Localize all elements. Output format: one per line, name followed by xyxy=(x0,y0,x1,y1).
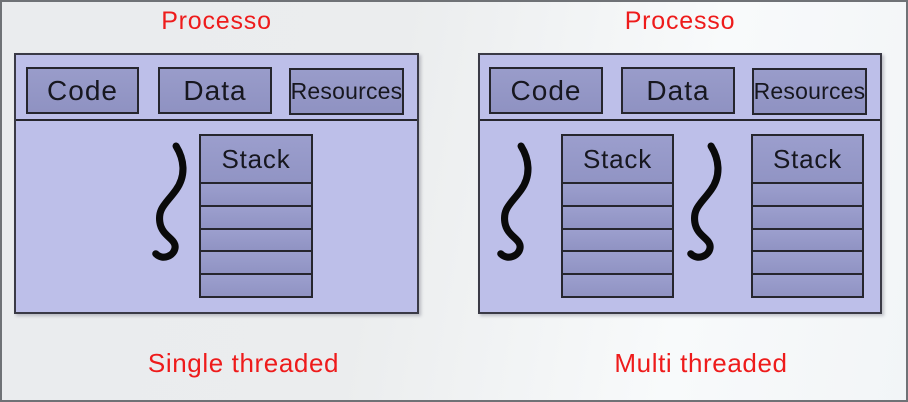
resources-box: Resources xyxy=(752,68,867,115)
stack-row xyxy=(201,182,311,205)
stack-box: Stack xyxy=(561,134,674,298)
thread-squiggle-icon xyxy=(494,141,536,267)
stack-row xyxy=(753,227,862,251)
stack-box: Stack xyxy=(751,134,864,298)
stack-rows xyxy=(753,182,862,296)
code-box: Code xyxy=(26,67,139,114)
code-box: Code xyxy=(489,67,603,114)
stack-title: Stack xyxy=(753,136,862,182)
process-header-row: Code Data Resources xyxy=(480,55,880,121)
stack-row xyxy=(563,273,672,296)
process-title-left: Processo xyxy=(161,7,272,35)
stack-row xyxy=(563,182,672,205)
thread-squiggle-icon xyxy=(149,141,191,267)
resources-box: Resources xyxy=(289,68,404,115)
thread-squiggle-icon xyxy=(684,141,726,267)
stack-title: Stack xyxy=(563,136,672,182)
stack-row xyxy=(563,250,672,274)
stack-title: Stack xyxy=(201,136,311,182)
stack-row xyxy=(201,227,311,251)
stack-row xyxy=(201,273,311,296)
caption-multi-threaded: Multi threaded xyxy=(614,348,788,378)
stack-rows xyxy=(563,182,672,296)
stack-row xyxy=(563,204,672,228)
data-box: Data xyxy=(158,67,272,114)
stack-box: Stack xyxy=(199,134,313,298)
data-box: Data xyxy=(621,67,735,114)
process-box-single: Code Data Resources Stack xyxy=(14,53,419,314)
caption-single-threaded: Single threaded xyxy=(147,348,340,378)
process-header-row: Code Data Resources xyxy=(16,55,417,121)
stack-row xyxy=(753,204,862,228)
stack-row xyxy=(753,250,862,274)
stack-row xyxy=(201,250,311,274)
process-box-multi: Code Data Resources Stack Stack xyxy=(478,53,882,314)
stack-row xyxy=(753,182,862,205)
process-title-right: Processo xyxy=(624,7,736,35)
stack-row xyxy=(753,273,862,296)
stack-row xyxy=(201,204,311,228)
stack-row xyxy=(563,227,672,251)
stack-rows xyxy=(201,182,311,296)
